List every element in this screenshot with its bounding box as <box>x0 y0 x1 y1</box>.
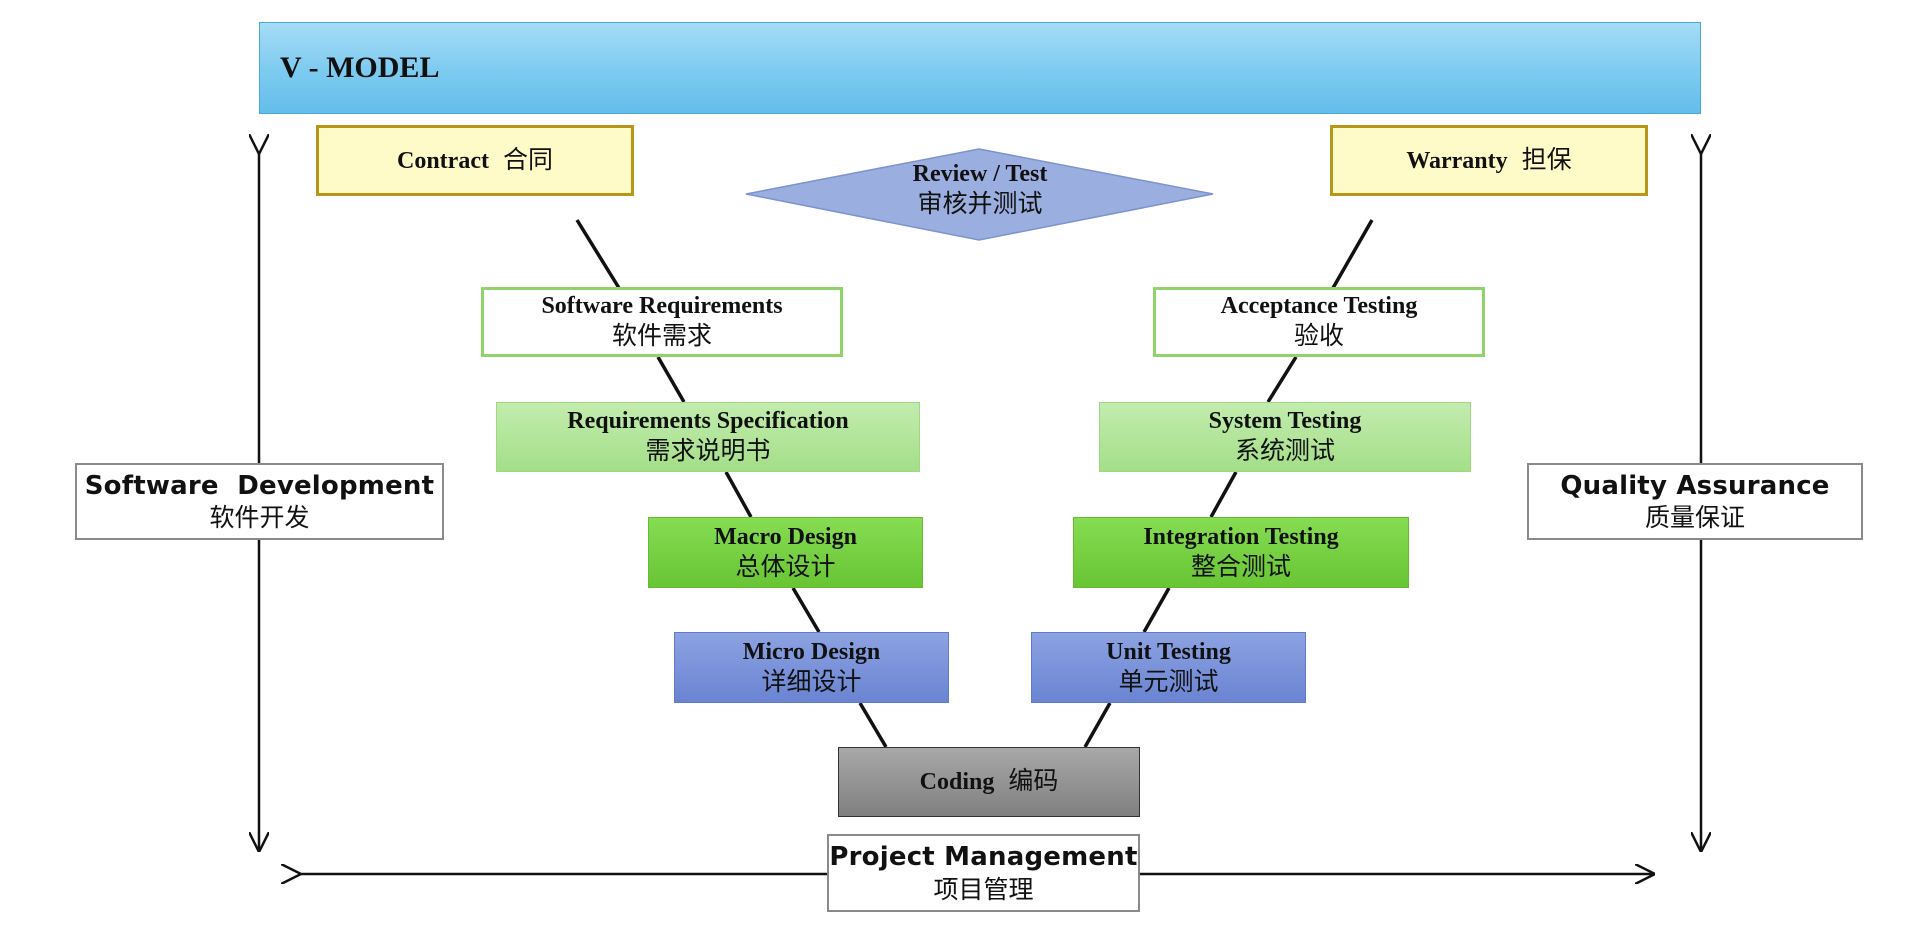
warranty-en: Warranty <box>1406 147 1508 174</box>
unit-testing-box: Unit Testing 单元测试 <box>1031 632 1306 703</box>
software-development-box: Software Development 软件开发 <box>75 463 444 540</box>
contract-box: Contract 合同 <box>316 125 634 196</box>
connector-system-integration <box>1209 471 1238 518</box>
coding-box: Coding 编码 <box>838 747 1140 817</box>
system-testing-zh: 系统测试 <box>1234 438 1335 466</box>
connector-specification-macro <box>724 471 753 518</box>
macro-design-box: Macro Design 总体设计 <box>648 517 923 588</box>
review-test-label: Review / Test 审核并测试 <box>880 150 1080 230</box>
unit-testing-en: Unit Testing <box>1106 638 1231 665</box>
micro-design-en: Micro Design <box>742 638 881 665</box>
requirements-specification-zh: 需求说明书 <box>645 438 771 466</box>
connector-requirements-specification <box>656 356 686 403</box>
quality-assurance-box: Quality Assurance 质量保证 <box>1527 463 1863 540</box>
micro-design-zh: 详细设计 <box>761 668 862 696</box>
project-management-zh: 项目管理 <box>933 874 1034 904</box>
review-test-zh: 审核并测试 <box>917 191 1043 219</box>
integration-testing-en: Integration Testing <box>1143 523 1339 550</box>
connector-unit-coding <box>1083 702 1112 748</box>
project-management-box: Project Management 项目管理 <box>827 834 1140 912</box>
connector-micro-coding <box>858 702 888 748</box>
quality-assurance-en: Quality Assurance <box>1560 470 1830 501</box>
software-development-en: Software Development <box>84 470 435 501</box>
project-management-en: Project Management <box>829 842 1138 873</box>
contract-en: Contract <box>397 147 489 174</box>
system-testing-en: System Testing <box>1208 408 1362 435</box>
warranty-box: Warranty 担保 <box>1330 125 1648 196</box>
coding-en: Coding <box>919 769 995 795</box>
acceptance-testing-zh: 验收 <box>1293 323 1344 351</box>
connector-contract-requirements <box>575 219 621 289</box>
software-requirements-zh: 软件需求 <box>611 323 712 351</box>
software-requirements-box: Software Requirements 软件需求 <box>481 287 843 357</box>
software-requirements-en: Software Requirements <box>541 293 783 320</box>
integration-testing-box: Integration Testing 整合测试 <box>1073 517 1409 588</box>
unit-testing-zh: 单元测试 <box>1118 668 1219 696</box>
macro-design-en: Macro Design <box>714 523 857 550</box>
integration-testing-zh: 整合测试 <box>1190 553 1291 581</box>
review-diamond <box>745 148 1214 241</box>
connector-integration-unit <box>1142 587 1171 633</box>
micro-design-box: Micro Design 详细设计 <box>674 632 949 703</box>
connector-acceptance-system <box>1266 356 1298 403</box>
connector-macro-micro <box>791 587 821 633</box>
requirements-specification-en: Requirements Specification <box>567 408 849 435</box>
connector-warranty-acceptance <box>1331 219 1374 289</box>
title-banner: V - MODEL <box>259 22 1701 114</box>
software-development-zh: 软件开发 <box>209 503 310 533</box>
diagram-title: V - MODEL <box>280 51 440 84</box>
contract-zh: 合同 <box>502 146 553 174</box>
quality-assurance-zh: 质量保证 <box>1644 503 1745 533</box>
coding-zh: 编码 <box>1008 768 1059 796</box>
review-test-en: Review / Test <box>912 161 1048 188</box>
requirements-specification-box: Requirements Specification 需求说明书 <box>496 402 920 472</box>
acceptance-testing-box: Acceptance Testing 验收 <box>1153 287 1485 357</box>
macro-design-zh: 总体设计 <box>735 553 836 581</box>
acceptance-testing-en: Acceptance Testing <box>1220 293 1418 320</box>
system-testing-box: System Testing 系统测试 <box>1099 402 1471 472</box>
warranty-zh: 担保 <box>1521 146 1572 174</box>
